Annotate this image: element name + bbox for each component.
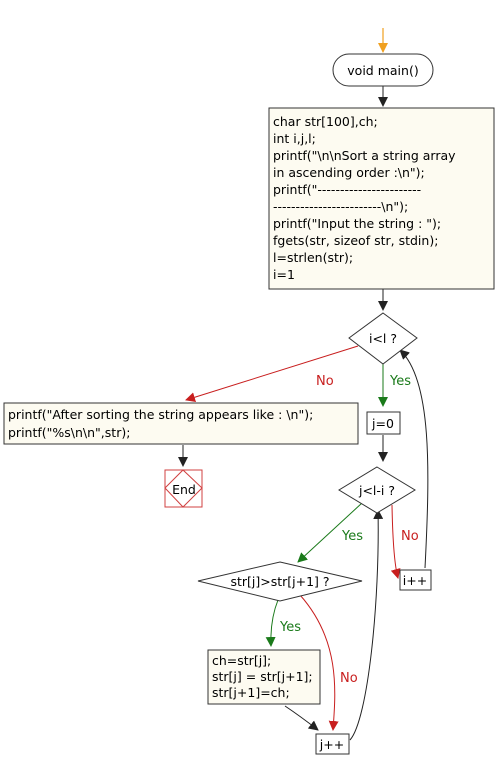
inner-yes-label: Yes — [341, 529, 363, 544]
output-block: printf("After sorting the string appears… — [3, 402, 359, 445]
arrow-inner-no — [390, 504, 401, 579]
swap-line: str[j+1]=ch; — [212, 685, 290, 700]
arrow-inner-yes — [297, 502, 363, 563]
init-line: int i,j,l; — [273, 131, 316, 146]
start-label: void main() — [347, 63, 418, 78]
start-node: void main() — [332, 53, 434, 87]
swap-line: str[j] = str[j+1]; — [212, 669, 313, 684]
outer-condition-diamond: i<l ? — [348, 312, 418, 365]
arrow-swap-to-j-increment — [284, 705, 319, 731]
init-line: printf("----------------------- — [273, 182, 421, 197]
arrow-j-increment-loop — [349, 509, 384, 741]
init-line: i=1 — [273, 267, 295, 282]
swap-block: ch=str[j]; str[j] = str[j+1]; str[j+1]=c… — [207, 649, 321, 705]
init-block: char str[100],ch; int i,j,l; printf("\n\… — [268, 107, 495, 290]
compare-no-label: No — [340, 671, 358, 686]
arrow-compare-no — [299, 594, 339, 731]
init-line: fgets(str, sizeof str, stdin); — [273, 233, 438, 248]
compare-condition-label: str[j]>str[j+1] ? — [230, 574, 329, 589]
init-line: printf("\n\nSort a string array — [273, 148, 456, 163]
end-node: End — [164, 469, 203, 508]
arrow-compare-yes — [265, 599, 279, 647]
init-line: char str[100],ch; — [273, 114, 378, 129]
j-init-box: j=0 — [366, 411, 401, 435]
init-line: l=strlen(str); — [273, 250, 353, 265]
inner-no-label: No — [401, 529, 419, 544]
i-increment-label: i++ — [403, 573, 427, 588]
inner-condition-label: j<l-i ? — [358, 483, 395, 498]
swap-line: ch=str[j]; — [212, 653, 271, 668]
compare-condition-diamond: str[j]>str[j+1] ? — [197, 561, 363, 602]
inner-condition-diamond: j<l-i ? — [338, 466, 416, 514]
output-line: printf("After sorting the string appears… — [8, 407, 313, 422]
arrow-i-increment-loop — [399, 349, 429, 569]
output-line: printf("%s\n\n",str); — [8, 425, 130, 440]
outer-yes-label: Yes — [389, 374, 411, 389]
arrow-outer-no — [185, 345, 359, 403]
end-label: End — [172, 482, 196, 497]
init-line: in ascending order :\n"); — [273, 165, 425, 180]
init-line: printf("Input the string : "); — [273, 216, 441, 231]
j-increment-box: j++ — [315, 733, 350, 755]
j-init-label: j=0 — [371, 416, 394, 431]
i-increment-box: i++ — [399, 569, 432, 591]
outer-no-label: No — [316, 374, 334, 389]
outer-condition-label: i<l ? — [369, 331, 397, 346]
init-line: ------------------------\n"); — [273, 199, 408, 214]
compare-yes-label: Yes — [279, 620, 301, 635]
j-increment-label: j++ — [319, 737, 344, 752]
